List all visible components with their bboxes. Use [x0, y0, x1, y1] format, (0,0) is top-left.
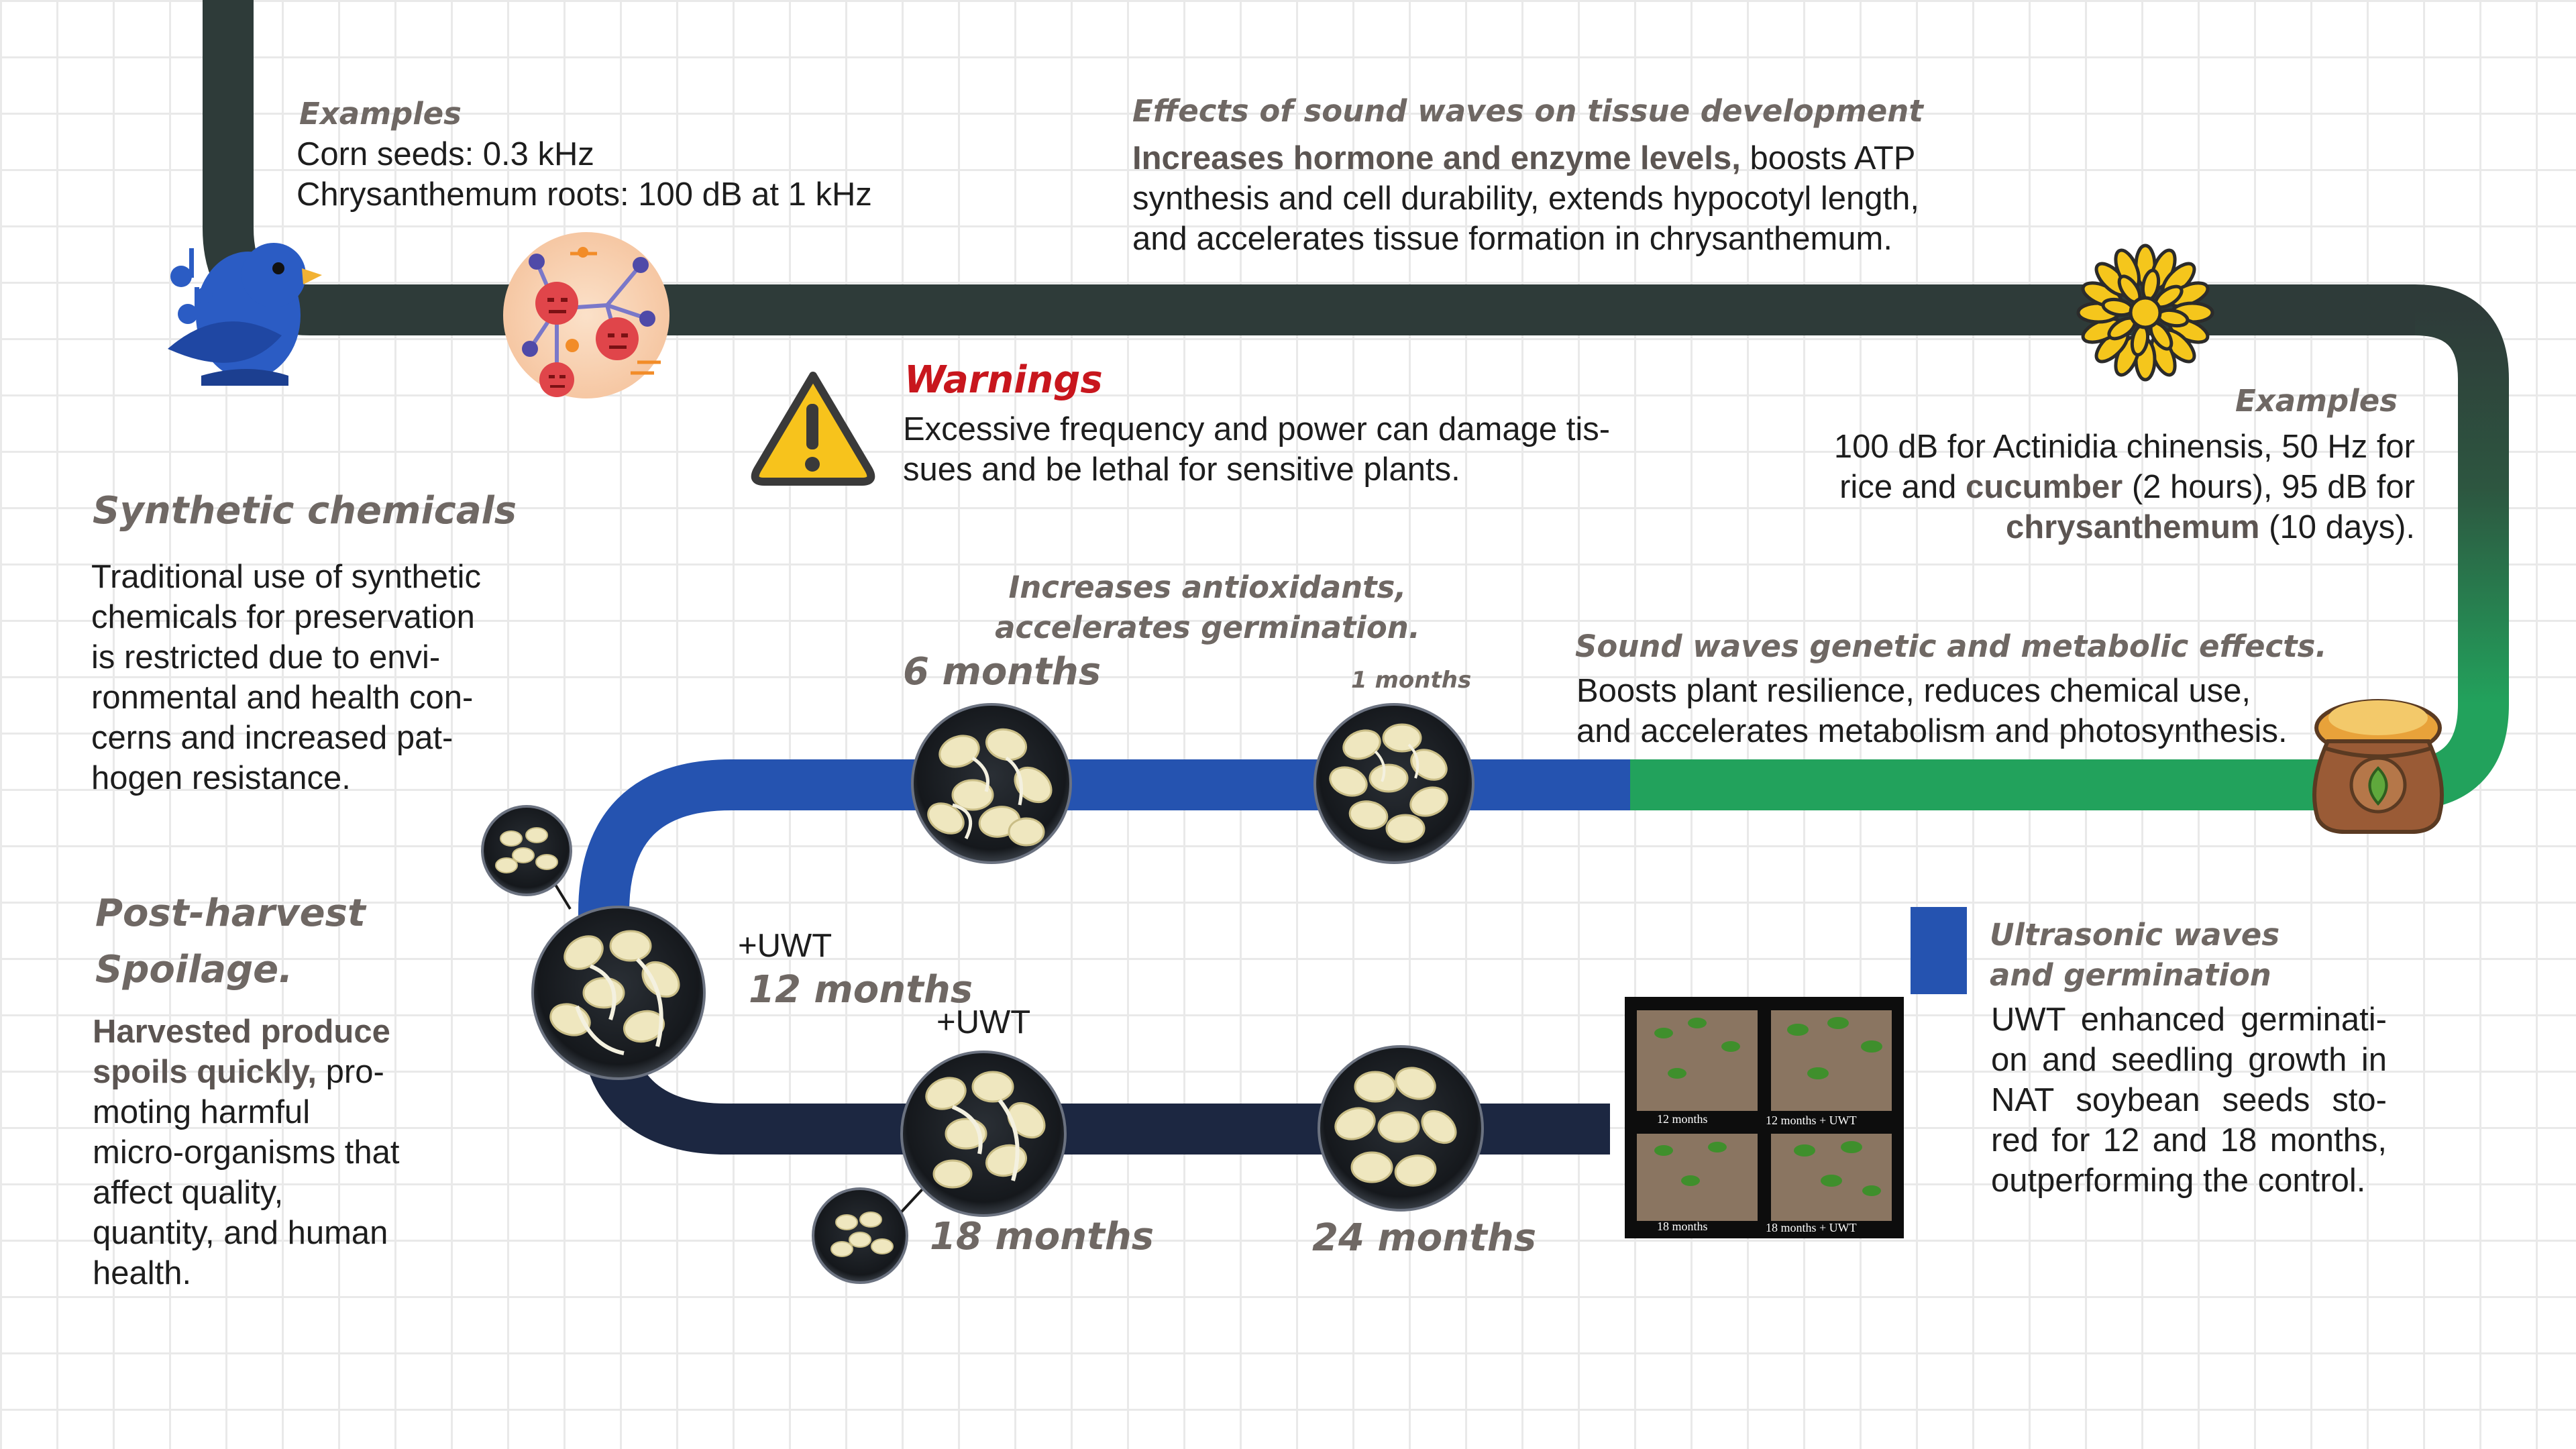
genetic-heading: Sound waves genetic and metabolic effect…	[1575, 629, 2327, 664]
examples-right-t2: (2 hours), 95 dB for	[2123, 469, 2415, 505]
petri-dish-18-months-uwt	[900, 1051, 1067, 1217]
petri-dish-6-months	[911, 703, 1072, 864]
spoilage-heading-line2: Spoilage.	[95, 948, 293, 991]
ultrasonic-heading: Ultrasonic waves and germination	[1990, 915, 2279, 996]
angry-microbes-icon	[503, 232, 669, 398]
examples-right-t1: 100 dB for Actinidia chinensis, 50 Hz fo…	[1833, 429, 2415, 505]
petri-dish-24-months	[1318, 1045, 1484, 1212]
examples-top-heading: Examples	[299, 96, 462, 131]
label-6-months: 6 months	[903, 650, 1102, 694]
chrysanthemum-flower-icon	[2076, 244, 2214, 382]
ultrasonic-text: UWT enhanced germinati-on and seedling g…	[1991, 1002, 2387, 1199]
spoilage-text: Harvested produce spoils quickly, pro-mo…	[93, 1012, 408, 1293]
photo-caption-12m: 12 months	[1657, 1112, 1708, 1126]
examples-top-line2: Chrysanthemum roots: 100 dB at 1 kHz	[297, 176, 872, 213]
antioxidants-heading: Increases antioxidants, accelerates germ…	[995, 570, 1420, 645]
spoilage-rest: pro-moting harmful micro-organisms that …	[93, 1054, 400, 1291]
blue-square-marker	[1911, 907, 1967, 994]
spoilage-heading: Post-harvest Spoilage.	[95, 892, 366, 991]
label-24-months: 24 months	[1312, 1216, 1537, 1260]
chrysanthemum-bold: chrysanthemum	[2006, 509, 2260, 545]
genetic-text: Boosts plant resilience, reduces chemica…	[1576, 673, 2288, 749]
label-18-months: 18 months	[930, 1215, 1155, 1258]
examples-right-heading: Examples	[2235, 383, 2398, 419]
petri-dish-1-months	[1313, 703, 1474, 864]
petri-dish-small-top	[481, 805, 572, 896]
uwt-label-18: +UWT	[936, 1004, 1031, 1040]
examples-right-text: 100 dB for Actinidia chinensis, 50 Hz fo…	[1798, 427, 2415, 547]
examples-top-line1: Corn seeds: 0.3 kHz	[297, 136, 594, 172]
cucumber-bold: cucumber	[1966, 469, 2123, 505]
timeline-path-blue	[578, 759, 1630, 973]
tissue-bold: Increases hormone and enzyme levels,	[1132, 140, 1741, 176]
spoilage-heading-line1: Post-harvest	[95, 892, 366, 935]
ultrasonic-heading-line2: and germination	[1990, 957, 2271, 993]
spoilage-bold: Harvested produce spoils quickly,	[93, 1014, 390, 1090]
seed-sack-icon	[2312, 699, 2444, 834]
singing-bird-icon	[168, 243, 322, 386]
uwt-label-12: +UWT	[738, 928, 833, 964]
tissue-heading: Effects of sound waves on tissue develop…	[1132, 93, 1923, 129]
ultrasonic-heading-line1: Ultrasonic waves	[1990, 917, 2280, 953]
photo-caption-18m-uwt: 18 months + UWT	[1766, 1221, 1857, 1234]
petri-dish-12-months-uwt	[531, 906, 706, 1080]
synthetic-heading: Synthetic chemicals	[93, 489, 517, 533]
label-1-months: 1 months	[1351, 667, 1472, 694]
petri-dish-small-bottom	[812, 1187, 908, 1284]
warning-triangle-icon	[751, 372, 875, 486]
examples-top-text: Corn seeds: 0.3 kHz Chrysanthemum roots:…	[297, 134, 872, 215]
examples-right-t3: (10 days).	[2259, 509, 2415, 545]
warnings-heading: Warnings	[904, 358, 1103, 402]
tissue-text: Increases hormone and enzyme levels, boo…	[1132, 138, 1957, 259]
seedling-photo-grid	[1625, 997, 1904, 1238]
photo-caption-18m: 18 months	[1657, 1220, 1708, 1233]
tissue-rest: boosts ATP synthesis and cell durability…	[1132, 140, 1920, 257]
label-12-months: 12 months	[749, 968, 973, 1012]
warnings-text: Excessive frequency and power can damage…	[903, 411, 1611, 488]
synthetic-text: Traditional use of synthetic chemicals f…	[91, 559, 482, 796]
photo-caption-12m-uwt: 12 months + UWT	[1766, 1114, 1857, 1127]
